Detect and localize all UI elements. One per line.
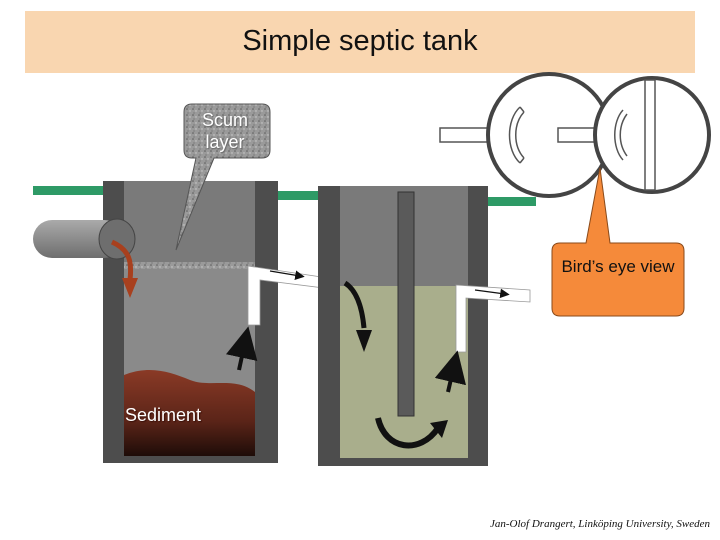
sediment-label: Sediment: [125, 405, 202, 425]
inlet-pipe: [33, 218, 136, 260]
scum-layer-callout: [175, 103, 271, 251]
transfer-flow-arrow: [269, 270, 305, 280]
birds-eye-callout: [551, 167, 685, 317]
second-chamber: [318, 186, 488, 466]
outlet-flow-arrow: [474, 288, 510, 299]
credit-line: Jan-Olof Drangert, Linköping University,…: [490, 518, 710, 530]
sediment-layer: [124, 370, 255, 456]
birds-eye-view-label: Bird’s eye view: [561, 257, 675, 276]
scum-layer-band: [124, 262, 255, 269]
first-chamber: [103, 181, 278, 463]
page-title: Simple septic tank: [242, 25, 478, 57]
title-banner: Simple septic tank: [25, 11, 695, 73]
ground-line-left: [33, 186, 103, 195]
inflow-arrow: [110, 239, 134, 281]
second-outlet-up-arrow: [434, 350, 466, 393]
second-inflow-dark-arrow: [343, 280, 367, 329]
first-outlet-up-arrow: [226, 326, 258, 371]
birds-eye-tank-2: [557, 76, 711, 194]
under-baffle-curved-arrow-head: [430, 420, 448, 438]
second-inflow-dark-arrow-head: [356, 330, 372, 352]
scum-layer-label: Scum layer: [201, 110, 248, 152]
under-baffle-curved-arrow: [375, 417, 441, 449]
inflow-arrow-head: [122, 278, 138, 298]
baffle-wall: [397, 191, 415, 417]
ground-line-right: [488, 197, 536, 206]
ground-line-middle: [278, 191, 318, 200]
